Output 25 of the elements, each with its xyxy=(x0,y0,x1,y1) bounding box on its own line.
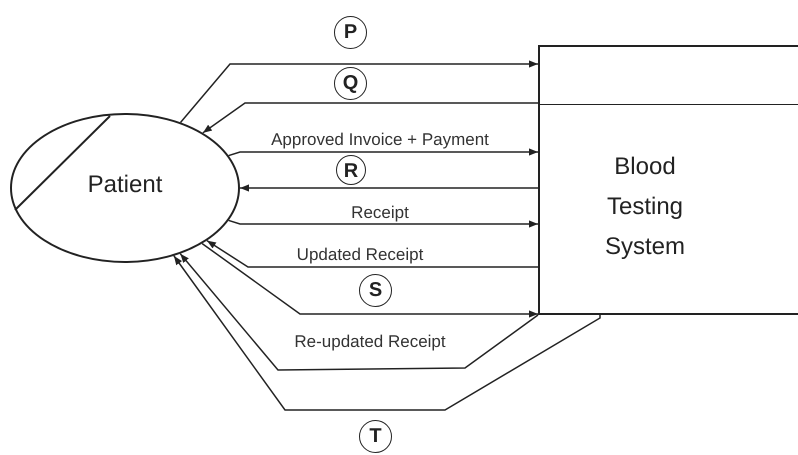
flow-letter: Q xyxy=(342,72,360,94)
flow-letter: S xyxy=(368,279,384,301)
arrow xyxy=(240,184,538,192)
system-name: Blood Testing System xyxy=(604,152,686,262)
flow-marker xyxy=(334,16,367,49)
arrow xyxy=(202,102,538,134)
flow-marker xyxy=(359,274,392,307)
flow-letter: R xyxy=(342,160,360,182)
arrow xyxy=(228,148,538,156)
arrow xyxy=(173,255,601,411)
flow-marker xyxy=(334,67,367,100)
entity-name: Patient xyxy=(86,171,164,199)
arrow xyxy=(180,60,538,123)
edge-label: Approved Invoice + Payment xyxy=(269,130,491,149)
arrow xyxy=(228,220,538,228)
flow-marker xyxy=(359,420,392,453)
edge-label: Updated Receipt xyxy=(294,245,426,264)
system-box xyxy=(538,45,798,315)
arrow xyxy=(202,242,538,318)
entity-ellipse xyxy=(10,113,240,263)
flow-marker xyxy=(336,155,366,185)
arrow xyxy=(180,253,538,371)
flow-letter: P xyxy=(342,21,358,43)
flow-letter: T xyxy=(368,425,383,447)
arrow xyxy=(206,240,538,268)
